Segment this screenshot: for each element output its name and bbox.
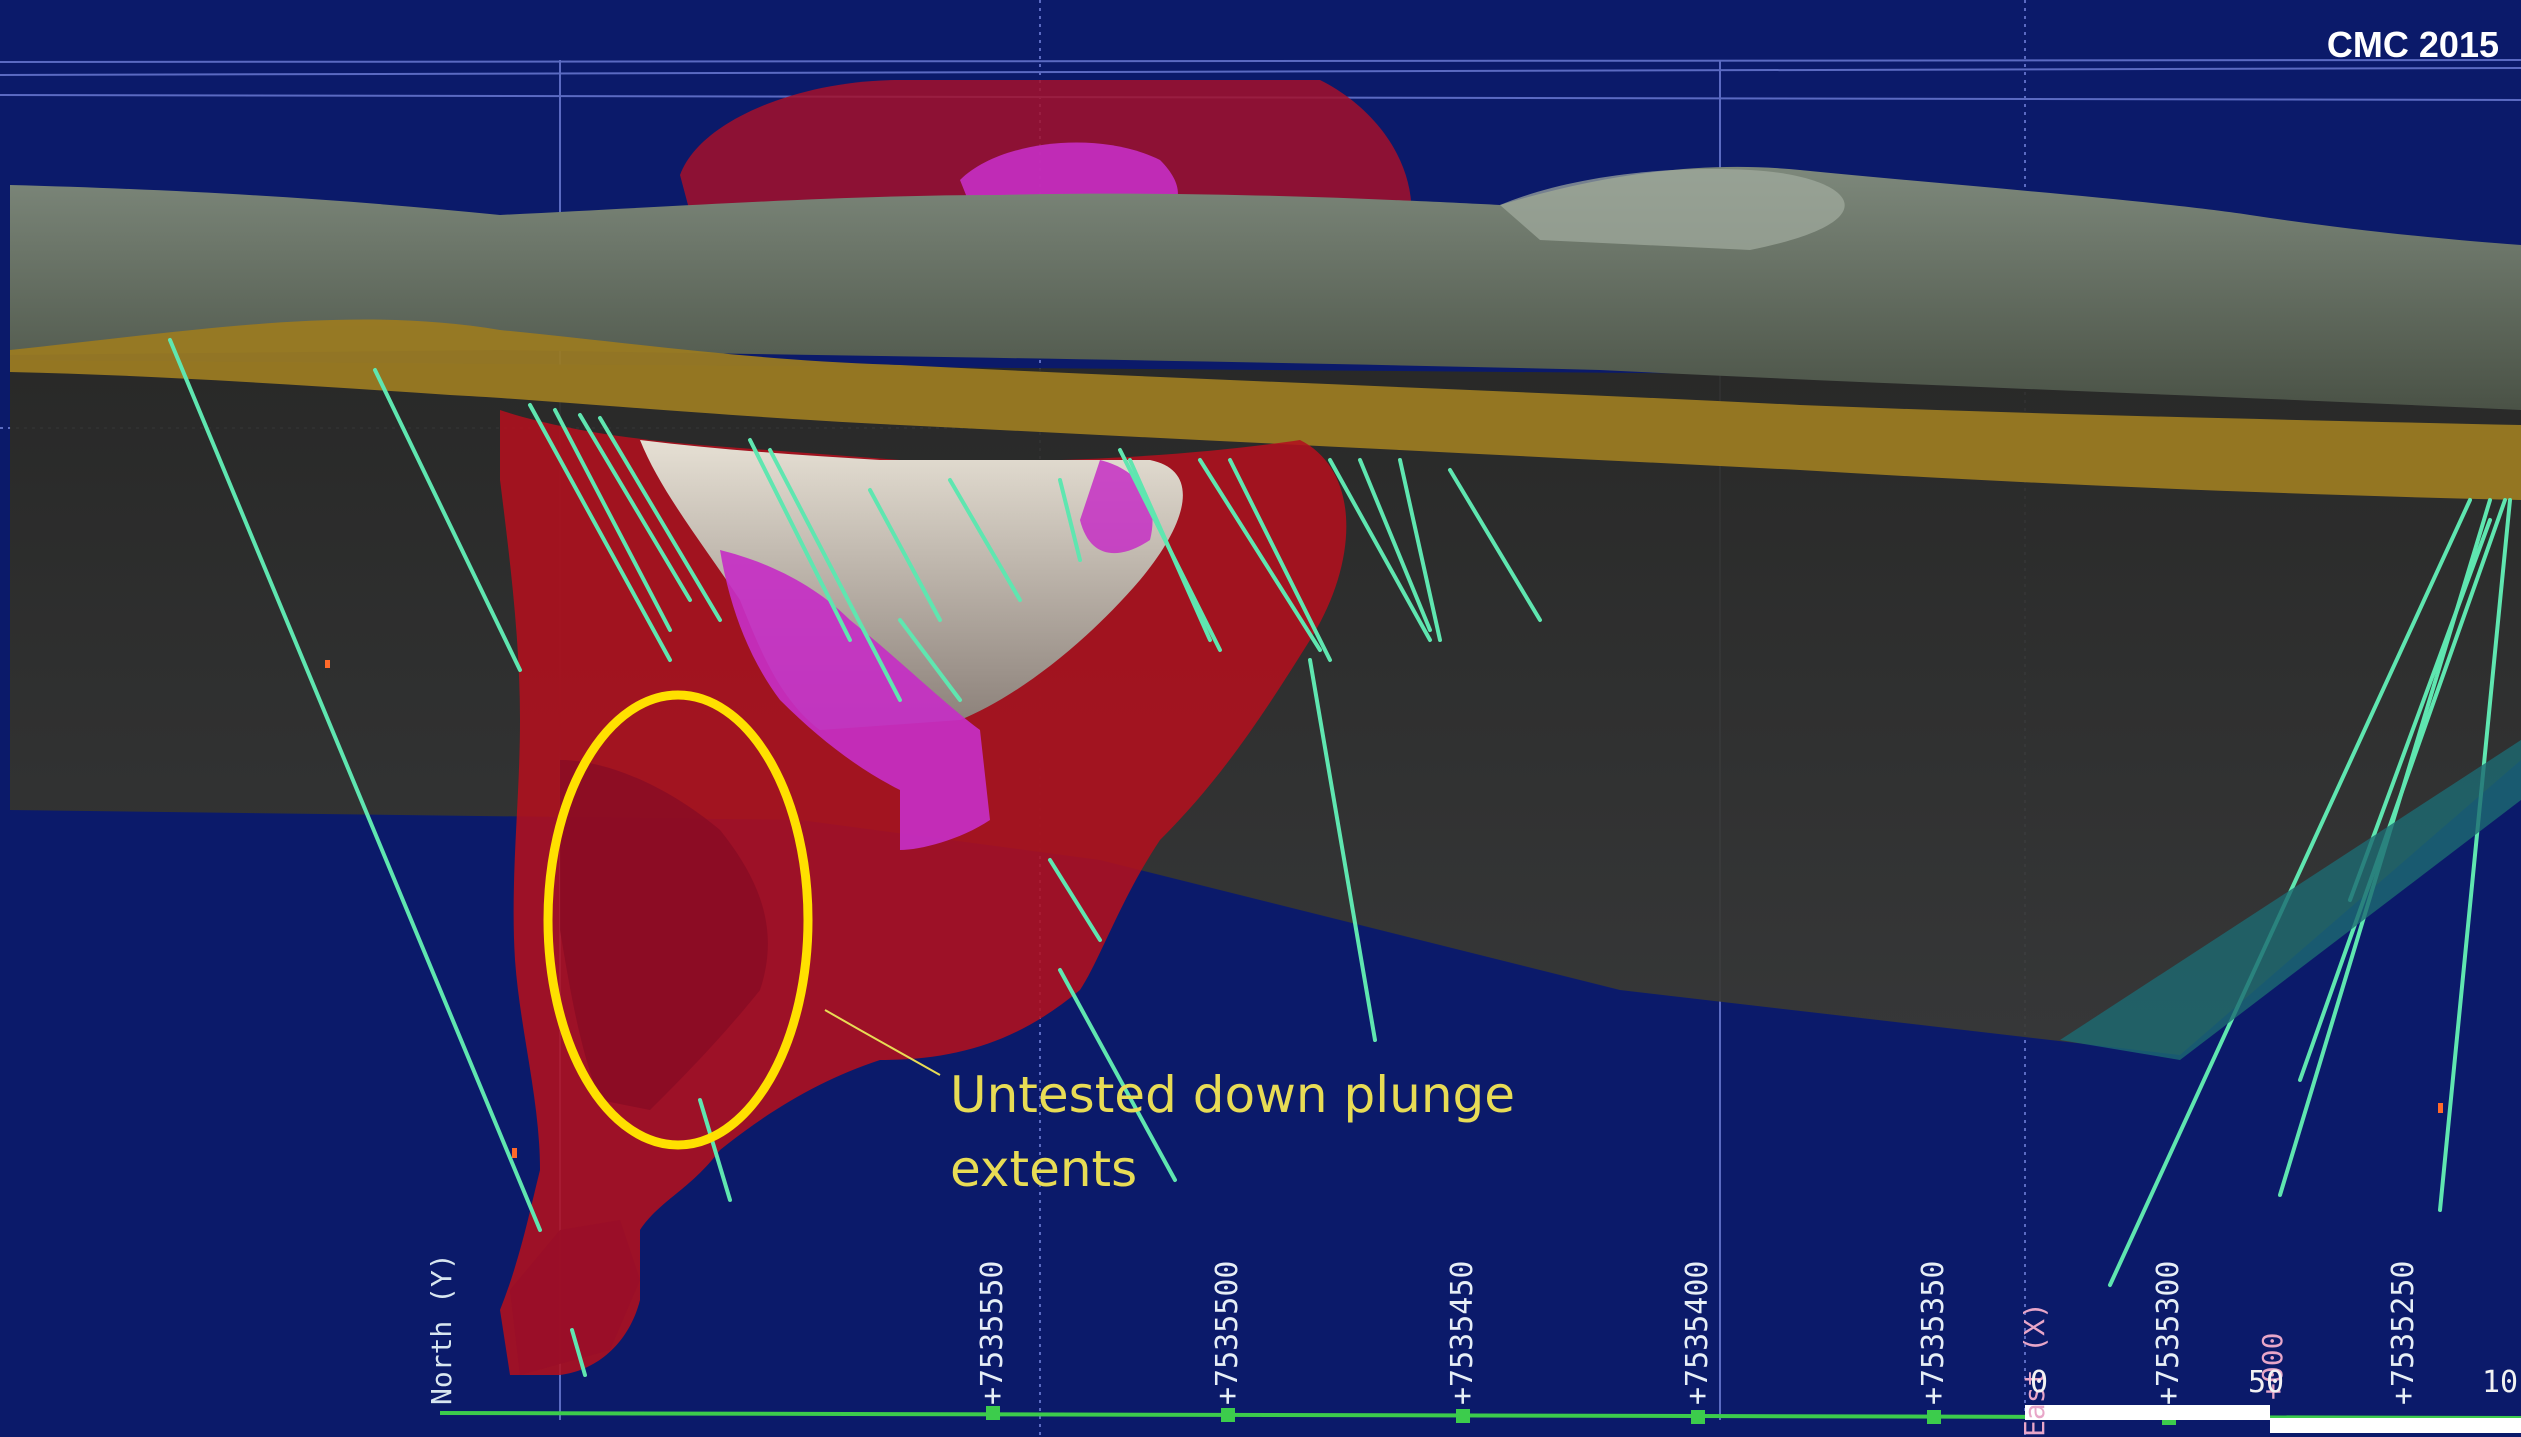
drill-assay-markers	[325, 660, 2443, 1158]
north-tick-label: +7535300	[2151, 1260, 2186, 1406]
scale-label-0: 0	[2030, 1365, 2049, 1400]
north-tick-label: +7535550	[975, 1260, 1010, 1406]
high-grade-body	[720, 550, 990, 850]
north-tick-label: +7535250	[2386, 1260, 2421, 1406]
north-tick-label: +7535500	[1210, 1260, 1245, 1406]
scale-label-100: 10	[2482, 1365, 2519, 1400]
north-tick-label: +7535450	[1445, 1260, 1480, 1406]
north-tick-label: +7535400	[1680, 1260, 1715, 1406]
annotation-label: Untested down plunge extents	[950, 1058, 1515, 1206]
orebody-tail	[510, 1220, 640, 1375]
north-tick-label: +7535350	[1916, 1260, 1951, 1406]
watermark-label: CMC 2015	[2326, 24, 2499, 65]
highlight-ellipse[interactable]	[543, 690, 813, 1150]
annotation-line-1: Untested down plunge	[950, 1066, 1516, 1124]
overburden-layer	[10, 319, 2521, 500]
annotation-line-2: extents	[950, 1140, 1138, 1198]
annotation-leader-line	[824, 1009, 941, 1076]
terrain-plateau	[1500, 169, 1845, 250]
scale-label-50: 50	[2248, 1365, 2285, 1400]
scale-bar	[2025, 1405, 2521, 1433]
north-axis-title: North (Y)	[425, 1253, 458, 1405]
terrain-edge-right	[2060, 740, 2521, 1060]
orebody-darker-zone	[560, 760, 768, 1110]
